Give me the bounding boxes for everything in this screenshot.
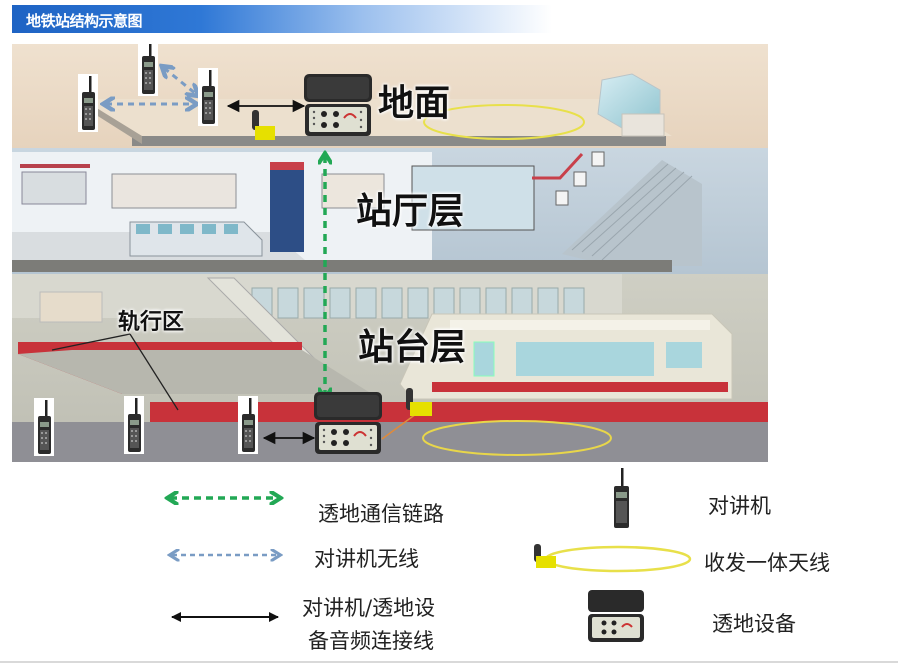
legend-label-audio-cable-line1: 对讲机/透地设 [302,596,436,620]
legend-label-walkie-talkie: 对讲机 [708,494,771,518]
legend-walkie-talkie-icon [614,468,629,528]
track-area-pointers [51,333,179,411]
radio-wireless-links [106,68,196,104]
ad-column [270,162,304,252]
ground-antenna [252,104,585,140]
ground-level [12,44,768,148]
legend-icon-samples [534,468,692,642]
train [399,313,733,400]
legend-label-loop-antenna: 收发一体天线 [704,551,830,575]
platform-through-ground-device-icon [313,391,383,455]
platform-walkie-talkie-icon-1 [34,398,54,456]
track-area-label: 轨行区 [118,310,185,335]
legend-label-through-ground-device: 透地设备 [712,612,796,636]
legend-label-audio-cable-line2: 备音频连接线 [308,629,434,653]
layer-label-concourse: 站厅层 [356,191,465,232]
station-scene [12,44,768,462]
ground-walkie-talkie-icon-2 [138,44,158,96]
legend-loop-antenna-icon [534,544,692,573]
ground-through-ground-device-icon [303,73,373,137]
platform-level [12,274,768,462]
concourse-level [12,148,768,274]
ground-walkie-talkie-icon-1 [78,74,98,132]
escalator [129,221,263,257]
legend-label-through-ground-link: 透地通信链路 [318,502,444,526]
entrance-canopy [597,73,665,137]
ground-walkie-talkie-icon-3 [198,68,218,126]
platform-walkie-talkie-icon-2 [124,396,144,454]
platform-walkie-talkie-icon-3 [238,396,258,454]
legend-through-ground-device-icon [588,590,644,642]
layer-label-ground: 地面 [378,83,451,124]
legend-line-samples [150,480,300,622]
diagram-title: 地铁站结构示意图 [26,12,143,30]
legend-label-radio-wireless: 对讲机无线 [314,547,419,571]
title-bar: 地铁站结构示意图 [12,5,552,33]
platform-antenna [381,388,612,456]
layer-label-platform: 站台层 [358,327,467,368]
audio-cables [226,99,316,445]
bottom-divider [0,661,898,663]
